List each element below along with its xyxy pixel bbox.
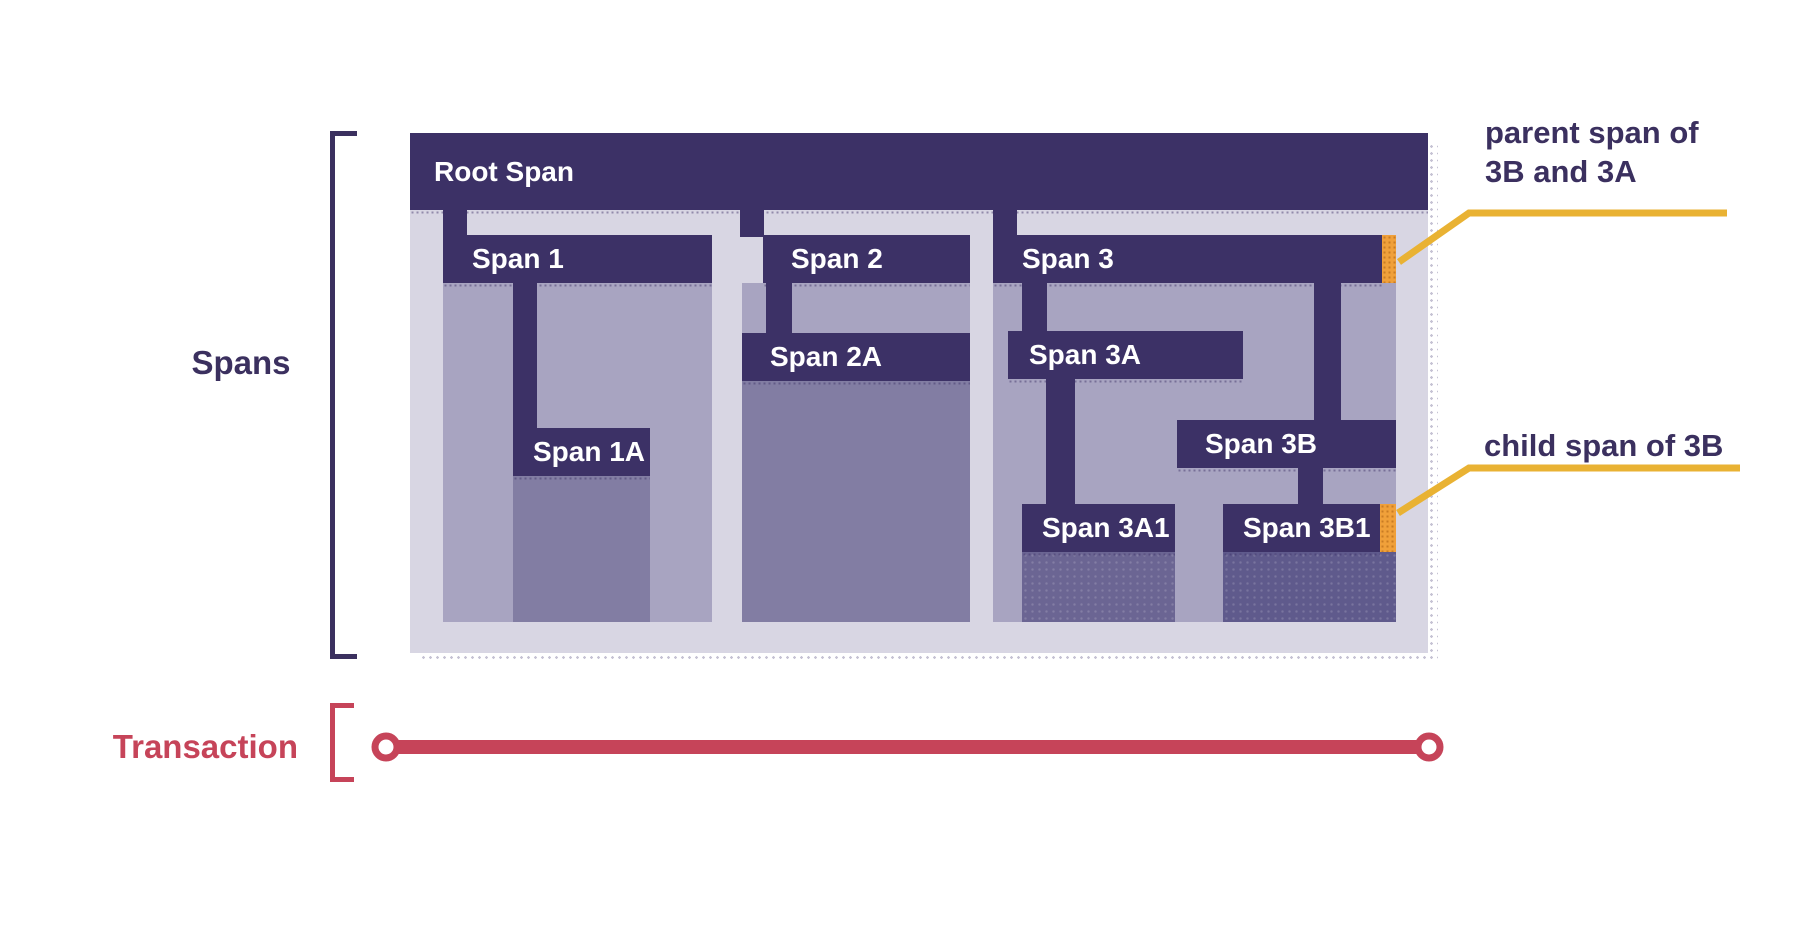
span-bar-1a: Span 1A — [513, 428, 650, 481]
parent-span-annotation-line1: parent span of — [1485, 115, 1699, 150]
span-bar-3b1: Span 3B1 — [1223, 504, 1380, 557]
connector-span2-to-span2a — [766, 283, 792, 333]
trace-panel: Root Span Span 1 Span 1A Span 2 Span 2A … — [410, 133, 1428, 653]
span-bar-2a-label: Span 2A — [770, 341, 883, 372]
timeline-start-endpoint — [371, 732, 401, 762]
connector-root-to-span2 — [740, 210, 764, 237]
span3a1-fill — [1022, 552, 1175, 622]
span-bar-3b-label: Span 3B — [1205, 428, 1318, 459]
span-bar-3a1-label: Span 3A1 — [1042, 512, 1170, 543]
spans-bracket — [330, 131, 357, 659]
span3b1-fill — [1223, 552, 1396, 622]
span2a-fill — [742, 381, 970, 622]
connector-span3-to-span3b — [1314, 283, 1341, 420]
connector-span3-to-span3a — [1022, 283, 1047, 331]
span-bar-3a: Span 3A — [1008, 331, 1243, 384]
connector-root-to-span3 — [993, 210, 1017, 237]
span-bar-3-label: Span 3 — [1022, 243, 1114, 274]
transaction-bracket — [330, 703, 354, 782]
span-bar-2-label: Span 2 — [791, 243, 883, 274]
parent-annotation-callout-line — [1396, 209, 1727, 265]
span-bar-3a1: Span 3A1 — [1022, 504, 1175, 557]
child-span-annotation: child span of 3B — [1484, 428, 1724, 463]
span-bar-root-label: Root Span — [434, 156, 574, 187]
child-annotation-callout-line — [1396, 464, 1740, 516]
connector-span1-to-span1a — [513, 283, 537, 428]
transaction-label: Transaction — [112, 728, 298, 765]
span-bar-3a-label: Span 3A — [1029, 339, 1142, 370]
spans-label: Spans — [191, 344, 291, 381]
connector-span3b-to-span3b1 — [1298, 468, 1323, 504]
parent-span-annotation: parent span of 3B and 3A — [1485, 113, 1699, 191]
parent-span-annotation-line2: 3B and 3A — [1485, 154, 1637, 189]
span-bar-3b1-label: Span 3B1 — [1243, 512, 1371, 543]
span-bar-2: Span 2 — [763, 235, 970, 288]
span-bar-1: Span 1 — [443, 235, 712, 288]
span-bar-1a-label: Span 1A — [533, 436, 646, 467]
span1a-fill — [513, 476, 650, 622]
span-bar-3b: Span 3B — [1177, 420, 1396, 473]
parent-span-marker — [1382, 235, 1396, 283]
span-bar-root: Root Span — [410, 133, 1428, 215]
span-bar-3: Span 3 — [993, 235, 1382, 288]
connector-root-to-span1 — [443, 210, 467, 237]
connector-span3a-to-span3a1 — [1046, 379, 1075, 504]
timeline-end-endpoint — [1414, 732, 1444, 762]
span-bar-1-label: Span 1 — [472, 243, 564, 274]
child-span-marker — [1380, 504, 1396, 552]
span-bar-2a: Span 2A — [742, 333, 970, 386]
